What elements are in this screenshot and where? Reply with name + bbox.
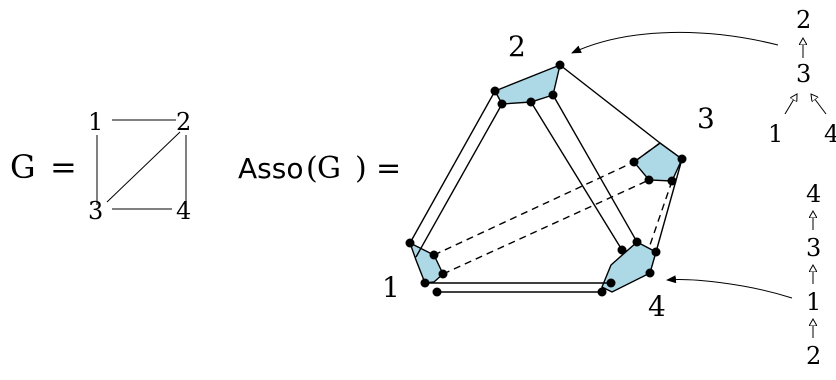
- tree-bottom: 4 3 1 2: [806, 180, 821, 370]
- vertex-dot: [429, 250, 439, 260]
- hidden-edge-upper: [433, 161, 635, 256]
- edge-2-3: [559, 64, 661, 144]
- corner-label-4: 4: [648, 290, 666, 323]
- asso-arg: G: [317, 151, 341, 186]
- edge-2-4-inner: [530, 101, 623, 251]
- hidden-edge-lower: [442, 179, 650, 275]
- graph-g: 1 2 3 4: [88, 108, 191, 225]
- edge-2-4-outer: [552, 94, 638, 243]
- tree-top-edge-4-3: [811, 94, 827, 115]
- edge-2-1-outer: [409, 90, 496, 244]
- graph-g-equation: G = 1 2 3 4: [10, 108, 191, 225]
- g-symbol: G: [10, 148, 36, 186]
- corner-label-2: 2: [508, 30, 526, 63]
- vertex-dot: [490, 86, 500, 96]
- arrow-to-face-4: [666, 275, 793, 299]
- tree-top-edge-1-3: [784, 94, 797, 115]
- vertex-dot: [497, 99, 507, 109]
- vertex-dots: [405, 60, 687, 297]
- vertex-dot: [405, 238, 415, 248]
- corner-label-3: 3: [697, 102, 715, 135]
- tree-bottom-label-4: 4: [806, 180, 821, 208]
- g-equals: =: [50, 148, 77, 186]
- polytope: 1 2 3 4: [382, 30, 715, 323]
- edge-3-4-outer: [655, 158, 683, 253]
- g-vertex-1: 1: [88, 108, 103, 136]
- vertex-dot: [526, 97, 536, 107]
- tree-top-label-1: 1: [768, 120, 783, 148]
- tree-top-label-3: 3: [796, 60, 811, 88]
- vertex-dot: [644, 175, 654, 185]
- face-3: [632, 142, 683, 182]
- asso-equals: =: [376, 151, 401, 186]
- edge-2-1-inner: [415, 103, 503, 258]
- tree-top: 2 3 1 4: [768, 6, 836, 148]
- vertex-dot: [597, 287, 607, 297]
- vertex-dot: [651, 247, 661, 257]
- asso-close-paren: ): [355, 151, 367, 186]
- vertex-dot: [617, 245, 627, 255]
- asso-equation: Asso ( G ) =: [238, 151, 401, 186]
- arrow-to-face-2: [571, 31, 779, 54]
- face-1: [408, 241, 444, 284]
- vertex-dot: [438, 269, 448, 279]
- vertex-dot: [548, 90, 558, 100]
- g-vertex-3: 3: [88, 197, 103, 225]
- vertex-dot: [606, 278, 616, 288]
- vertex-dot: [645, 268, 655, 278]
- tree-bottom-label-3: 3: [806, 234, 821, 262]
- asso-open-paren: (: [306, 151, 318, 186]
- vertex-dot: [629, 157, 639, 167]
- asso-name: Asso: [238, 152, 303, 185]
- tree-top-label-4: 4: [824, 120, 836, 148]
- vertex-dot: [432, 287, 442, 297]
- tree-top-label-2: 2: [796, 6, 811, 34]
- vertex-dot: [632, 237, 642, 247]
- g-vertex-4: 4: [176, 197, 191, 225]
- vertex-dot: [555, 60, 565, 70]
- vertex-dot: [667, 176, 677, 186]
- vertex-dot: [677, 154, 687, 164]
- g-vertex-2: 2: [176, 108, 191, 136]
- edge-2-3: [106, 131, 181, 203]
- tree-bottom-label-1: 1: [806, 288, 821, 316]
- tree-bottom-label-2: 2: [806, 342, 821, 370]
- corner-label-1: 1: [382, 271, 400, 304]
- vertex-dot: [420, 278, 430, 288]
- hidden-edge-face3: [633, 142, 661, 163]
